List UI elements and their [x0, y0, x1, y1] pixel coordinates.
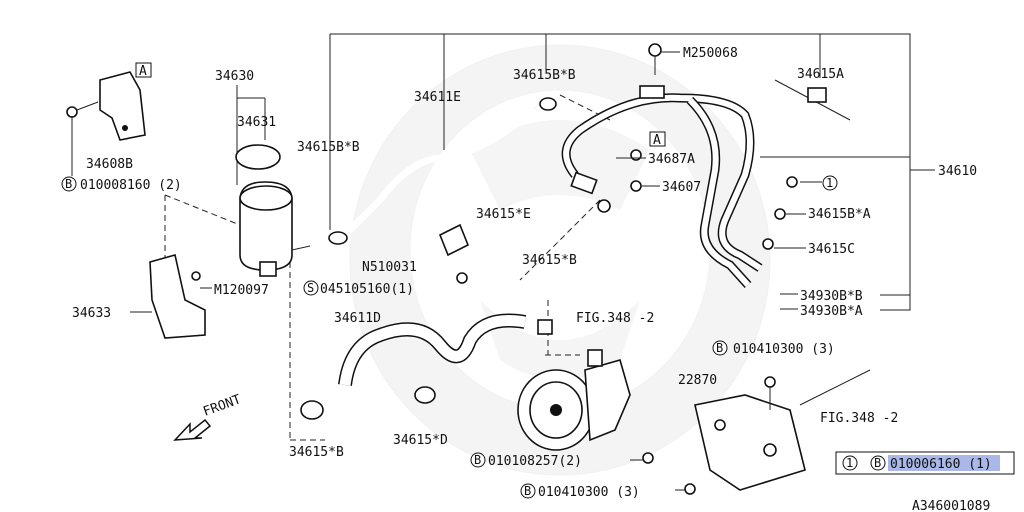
clamp-34615D [414, 386, 436, 404]
legend-part-number[interactable]: 010006160 (1) [890, 457, 992, 472]
label-34608B[interactable]: 34608B [86, 157, 133, 172]
power-steering-pump [517, 349, 631, 451]
front-arrow-icon [173, 418, 212, 441]
frame-lines [236, 33, 911, 311]
bolt-marker-1 [786, 176, 798, 188]
label-M250068[interactable]: M250068 [683, 46, 738, 61]
legend-box: 1 B 010006160 (1) [835, 451, 1015, 475]
svg-text:A: A [139, 64, 147, 79]
svg-text:B: B [716, 341, 723, 355]
label-M120097[interactable]: M120097 [214, 283, 269, 298]
label-34611D[interactable]: 34611D [334, 311, 381, 326]
label-010008160[interactable]: 010008160 (2) [80, 178, 182, 193]
label-34615E[interactable]: 34615*E [476, 207, 531, 222]
reservoir-34630 [235, 144, 311, 277]
clamp-34615BB-top [539, 97, 557, 111]
label-34615C[interactable]: 34615C [808, 242, 855, 257]
clip-34615E [438, 223, 470, 284]
clamp-34615B-bottom [300, 400, 324, 420]
svg-text:A: A [653, 133, 661, 148]
clip-34615C [762, 238, 774, 250]
label-045105160[interactable]: 045105160(1) [320, 282, 414, 297]
clamp-34615B-mid [537, 319, 553, 335]
label-34615BB-top[interactable]: 34615B*B [513, 68, 576, 83]
label-010410300-top[interactable]: 010410300 (3) [733, 342, 835, 357]
label-34630[interactable]: 34630 [215, 69, 254, 84]
washer-34607 [630, 180, 642, 192]
clamp-34615BB-left [328, 231, 348, 245]
marker-b-4: B [520, 483, 536, 499]
label-fig348-b[interactable]: FIG.348 -2 [820, 411, 898, 426]
bracket-22870 [642, 369, 871, 495]
label-34610[interactable]: 34610 [938, 164, 977, 179]
clip-34615BA [774, 208, 786, 220]
label-34607[interactable]: 34607 [662, 180, 701, 195]
label-010410300-bottom[interactable]: 010410300 (3) [538, 485, 640, 500]
label-34615A[interactable]: 34615A [797, 67, 844, 82]
svg-text:1: 1 [826, 176, 833, 190]
label-34615BB-left[interactable]: 34615B*B [297, 140, 360, 155]
label-34631[interactable]: 34631 [237, 115, 276, 130]
label-34633[interactable]: 34633 [72, 306, 111, 321]
label-34615D[interactable]: 34615*D [393, 433, 448, 448]
label-34615BA[interactable]: 34615B*A [808, 207, 871, 222]
clip-34615A [774, 79, 851, 121]
bracket-34633 [149, 254, 206, 339]
marker-s: S [303, 280, 319, 296]
svg-text:B: B [874, 456, 881, 470]
svg-text:B: B [524, 484, 531, 498]
svg-text:1: 1 [846, 456, 853, 470]
label-N510031[interactable]: N510031 [362, 260, 417, 275]
marker-b-3: B [470, 452, 486, 468]
label-fig348-a[interactable]: FIG.348 -2 [576, 311, 654, 326]
label-010108257[interactable]: 010108257(2) [488, 454, 582, 469]
marker-one: 1 [822, 175, 838, 191]
label-34615B-bottom[interactable]: 34615*B [289, 445, 344, 460]
marker-b-2: B [712, 340, 728, 356]
diagram-id: A346001089 [912, 499, 990, 512]
bolt-M250068 [648, 43, 662, 57]
label-front: FRONT [201, 392, 243, 420]
label-34930BA[interactable]: 34930B*A [800, 304, 863, 319]
label-34930BB[interactable]: 34930B*B [800, 289, 863, 304]
label-34611E[interactable]: 34611E [414, 90, 461, 105]
bracket-34608B [66, 71, 146, 141]
hose-34611E-inner [337, 105, 538, 243]
hose-assembly-34610 [561, 85, 763, 289]
label-22870[interactable]: 22870 [678, 373, 717, 388]
hose-34611D-inner [339, 314, 526, 386]
dashed-lines [164, 94, 611, 441]
svg-text:B: B [474, 453, 481, 467]
svg-text:S: S [307, 281, 314, 295]
svg-text:B: B [65, 177, 72, 191]
label-leaders [71, 51, 935, 491]
marker-a-top: A [135, 62, 152, 79]
marker-b-1: B [61, 176, 77, 192]
label-34687A[interactable]: 34687A [648, 152, 695, 167]
label-34615B-mid[interactable]: 34615*B [522, 253, 577, 268]
marker-a-mid: A [649, 131, 666, 148]
